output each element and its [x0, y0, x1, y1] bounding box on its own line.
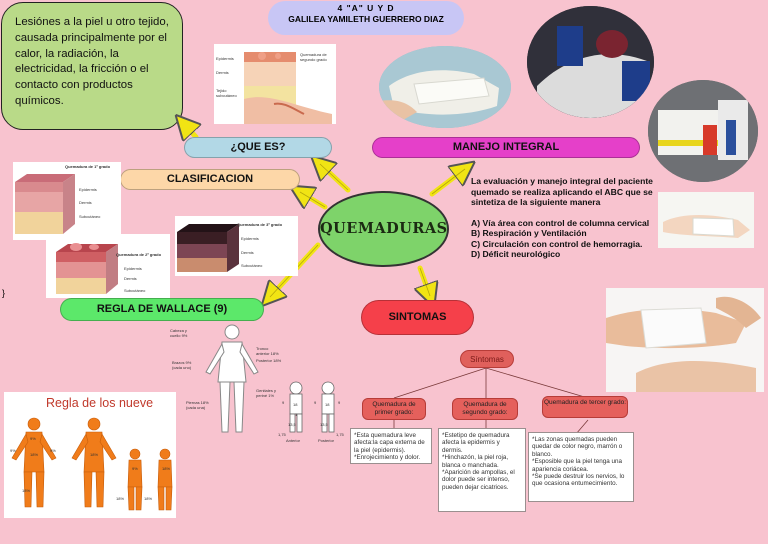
child-number: 1	[295, 412, 298, 417]
skin-label-subcutaneo: Tejido subcutáneo	[216, 88, 237, 98]
node-clasificacion: CLASIFICACION	[120, 169, 300, 190]
nine-percent: 9%	[50, 448, 56, 453]
skin-diagram-third-degree: Quemadura de 3º grado Epidermis Dermis S…	[175, 216, 298, 276]
nine-percent: 9%	[10, 448, 16, 453]
skin-diagram-first-degree: Quemadura de 1º grado Epidermis Dermis S…	[13, 162, 121, 240]
manejo-item: B) Respiración y Ventilación	[471, 228, 587, 238]
bandaged-hand-photo	[379, 46, 511, 128]
node-sintomas: SINTOMAS	[361, 300, 474, 335]
first-degree-layer: Subcutáneo	[79, 214, 101, 219]
sintomas-branch-third: Quemadura de tercer grado:	[542, 396, 628, 418]
wallace-label: Piernas 18% (cada una)	[186, 400, 209, 410]
nine-percent: 9%	[30, 436, 36, 441]
nine-percent: 18%	[116, 496, 125, 501]
center-title: QUEMADURAS	[320, 220, 448, 237]
nine-percent: 18%	[90, 452, 99, 457]
skin-label-dermis: Dermis	[216, 70, 229, 75]
child-number: 9	[314, 400, 317, 405]
second-degree-layer: Epidermis	[124, 266, 142, 271]
third-degree-layer: Dermis	[241, 250, 254, 255]
header-group: 4 "A" U Y D	[337, 3, 395, 13]
sintomas-card-first: *Esta quemadura leve afecta:la capa exte…	[350, 428, 432, 464]
nine-percent: 9%	[132, 466, 138, 471]
node-manejo: MANEJO INTEGRAL	[372, 137, 640, 158]
child-number: 9	[282, 400, 285, 405]
child-percent-figures: 18 9 1 18 9 9 13,5 13,5 1,75 1,75 Anteri…	[278, 378, 348, 444]
nine-percent: 18%	[22, 488, 31, 493]
node-wallace: REGLA DE WALLACE (9)	[60, 298, 264, 321]
child-number: 18	[293, 402, 298, 407]
header-author: GALILEA YAMILETH GUERRERO DIAZ	[288, 14, 444, 24]
third-degree-layer: Epidermis	[241, 236, 259, 241]
definition-box: Lesiónes a la piel u otro tejido, causad…	[1, 2, 183, 130]
second-degree-layer: Dermis	[124, 276, 137, 281]
definition-text: Lesiónes a la piel u otro tejido, causad…	[15, 16, 169, 107]
sintomas-chart: Síntomas Quemadura de primer grado: Quem…	[348, 344, 638, 516]
wallace-label: Posterior 18%	[256, 358, 282, 363]
sintomas-card-second: *Estetipo de quemadura afecta la epiderm…	[438, 428, 526, 512]
rule-of-nines-title: Regla de los nueve	[46, 396, 154, 410]
patient-stretcher-photo	[527, 6, 654, 118]
wallace-label: Cabeza y cuello 9%	[170, 328, 188, 338]
third-degree-layer: Subcutáneo	[241, 263, 263, 268]
wallace-label: Genitales y periné 1%	[256, 388, 277, 398]
skin-caption: Quemadura de segundo grado	[300, 52, 327, 62]
manejo-item: C) Circulación con control de hemorragia…	[471, 238, 643, 249]
wallace-label: Brazos 9% (cada uno)	[172, 360, 192, 370]
bandaging-hands-photo	[606, 288, 764, 392]
child-number: 1,75	[278, 432, 286, 437]
third-degree-title: Quemadura de 3º grado	[237, 222, 283, 227]
second-degree-title: Quemadura de 2º grado	[116, 252, 162, 257]
child-caption: Posterior	[318, 438, 335, 443]
center-node: QUEMADURAS	[318, 191, 449, 267]
second-degree-layer: Subcutáneo	[124, 288, 146, 293]
child-number: 13,5	[288, 422, 296, 427]
child-caption: Anterior	[286, 438, 301, 443]
nine-percent: 18%	[144, 496, 153, 501]
nine-percent: 18%	[30, 452, 39, 457]
manejo-item: A) Vía área con control de columna cervi…	[471, 217, 650, 228]
sintomas-root: Síntomas	[460, 350, 514, 368]
skin-burn-image: Epidermis Dermis Tejido subcutáneo Quema…	[214, 44, 336, 124]
sintomas-branch-first: Quemadura de primer grado:	[362, 398, 426, 420]
arrow-to-definition	[184, 124, 196, 137]
nine-percent: 18%	[162, 466, 171, 471]
header-banner: 4 "A" U Y D GALILEA YAMILETH GUERRERO DI…	[268, 1, 464, 35]
manejo-intro: La evaluación y manejo integral del paci…	[471, 176, 653, 207]
first-degree-layer: Epidermis	[79, 187, 97, 192]
manejo-item: D) Déficit neurológico	[471, 249, 561, 259]
skin-label-epidermis: Epidermis	[216, 56, 234, 61]
sintomas-branch-second: Quemadura de segundo grado:	[452, 398, 518, 420]
wallace-body-figure: Cabeza y cuello 9% Tronco anterior 18% P…	[170, 322, 282, 438]
child-number: 18	[325, 402, 330, 407]
first-degree-layer: Dermis	[79, 200, 92, 205]
wallace-label: Tronco anterior 18%	[256, 346, 279, 356]
arm-bandage-image	[658, 192, 754, 248]
ambulance-photo	[648, 80, 758, 182]
sintomas-card-third: *Las zonas quemadas pueden quedar de col…	[528, 432, 634, 502]
skin-diagram-second-degree: Quemadura de 2º grado Epidermis Dermis S…	[46, 234, 170, 298]
child-number: 9	[338, 400, 341, 405]
node-que-es: ¿QUE ES?	[184, 137, 332, 158]
rule-of-nines-image: Regla de los nueve 9% 18% 9% 9% 18% 18% …	[4, 392, 176, 518]
first-degree-title: Quemadura de 1º grado	[65, 164, 111, 169]
child-number: 13,5	[320, 422, 328, 427]
stray-brace: }	[2, 288, 6, 298]
manejo-text: La evaluación y manejo integral del paci…	[471, 176, 671, 260]
child-number: 1,75	[336, 432, 344, 437]
